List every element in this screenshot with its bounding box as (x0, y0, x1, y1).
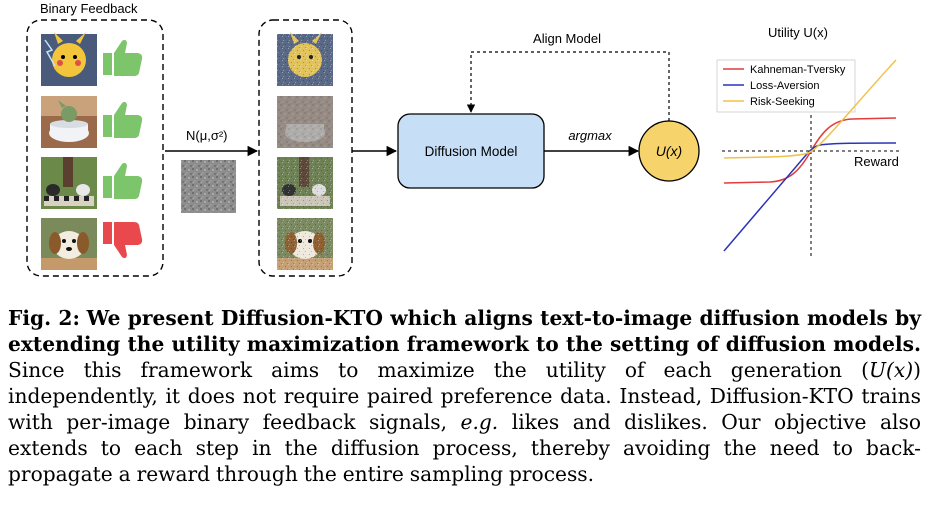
caption-text-1: Since this framework aims to maximize th… (8, 358, 869, 382)
figure-diagram: Binary Feedback (26, 1, 899, 277)
thumbs-down-icon (103, 222, 143, 259)
legend-kahneman-tversky: Kahneman-Tversky (750, 64, 846, 76)
caption-eg: e.g. (460, 410, 499, 434)
noised-image-puppy (277, 218, 333, 270)
binary-feedback-label: Binary Feedback (40, 1, 138, 16)
thumbs-up-icon (103, 162, 143, 199)
align-model-loop (466, 51, 670, 121)
image-pikachu (41, 32, 97, 86)
reward-label: Reward (854, 154, 899, 169)
thumbs-up-icon (103, 39, 143, 76)
legend-risk-seeking: Risk-Seeking (750, 96, 815, 108)
noised-image-teacup (277, 96, 333, 148)
align-model-label: Align Model (533, 31, 601, 46)
caption-math: U(x) (868, 358, 914, 382)
thumbs-up-icon (103, 101, 143, 138)
noised-image-pikachu (277, 32, 333, 86)
caption-bold-text: We present Diffusion-KTO which aligns te… (8, 306, 922, 356)
figure-caption: Fig. 2: We present Diffusion-KTO which a… (8, 305, 921, 487)
legend-loss-aversion: Loss-Aversion (750, 80, 820, 92)
curve-risk-seeking (723, 59, 897, 159)
utility-title: Utility U(x) (768, 25, 828, 40)
image-teacup-dragon (41, 96, 97, 148)
caption-text-2: ) independently, it does not require pai… (8, 358, 921, 434)
noise-image (181, 160, 236, 213)
diffusion-model-label: Diffusion Model (425, 144, 518, 159)
utility-node-label: U(x) (656, 143, 682, 159)
feedback-group-frame (26, 19, 164, 277)
noised-group-frame (258, 19, 353, 277)
image-puppy (41, 218, 97, 270)
noise-label: N(μ,σ²) (186, 128, 228, 143)
image-cats-chess (41, 157, 97, 209)
caption-text-3: likes and dislikes. Our objective also e… (8, 410, 921, 486)
noised-image-cats (277, 157, 333, 209)
caption-fig-label: Fig. 2: (8, 306, 80, 330)
argmax-label: argmax (568, 128, 612, 143)
